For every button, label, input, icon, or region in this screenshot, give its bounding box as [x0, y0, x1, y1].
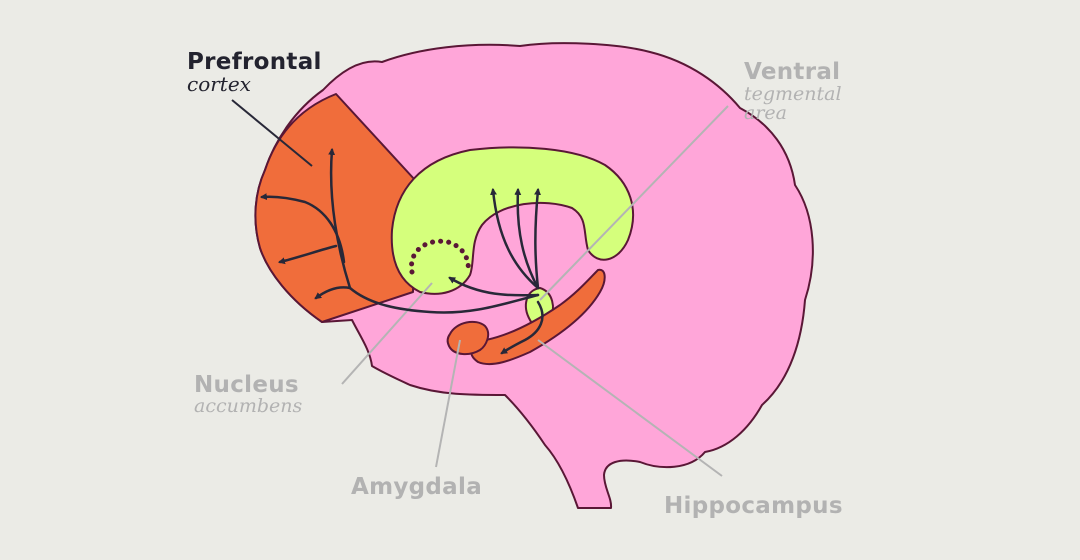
leader-line-hippocampus	[537, 339, 723, 477]
arrow-striatum-right	[534, 187, 542, 290]
prefrontal-title: Prefrontal	[187, 49, 322, 75]
pathway-trunk	[348, 286, 540, 314]
hippocampus-region	[470, 268, 606, 366]
hippocampus-title: Hippocampus	[664, 493, 843, 519]
leader-line-amygdala	[435, 339, 461, 468]
leader-line-vta	[539, 105, 729, 301]
leader-line-prefrontal	[231, 99, 313, 167]
arrow-prefrontal-lower-left	[314, 286, 352, 300]
arrow-prefrontal-upper-left	[259, 193, 346, 264]
prefrontal-subtitle: cortex	[187, 72, 251, 96]
vta-title: Ventral	[744, 59, 841, 85]
nucleus-accumbens-dotted-arc	[409, 238, 471, 275]
amygdala-title: Amygdala	[351, 474, 483, 500]
arrow-nucleus-accumbens	[448, 276, 540, 297]
vta-subtitle-line1: tegmental	[744, 83, 842, 105]
nucleus-subtitle: accumbens	[194, 395, 303, 417]
nucleus-title: Nucleus	[194, 372, 299, 398]
leader-line-nucleus	[341, 282, 433, 385]
pathway-arrows	[259, 147, 544, 355]
striatum-region	[390, 146, 635, 295]
arrow-striatum-left	[490, 187, 540, 290]
arrow-prefrontal-left	[277, 244, 338, 265]
arrow-hippocampus	[500, 300, 544, 355]
arrow-prefrontal-up	[328, 147, 352, 290]
arrow-striatum-middle	[514, 187, 540, 290]
amygdala-region	[446, 320, 490, 356]
leader-lines	[341, 105, 729, 477]
vta-subtitle-line2: area	[744, 102, 787, 124]
